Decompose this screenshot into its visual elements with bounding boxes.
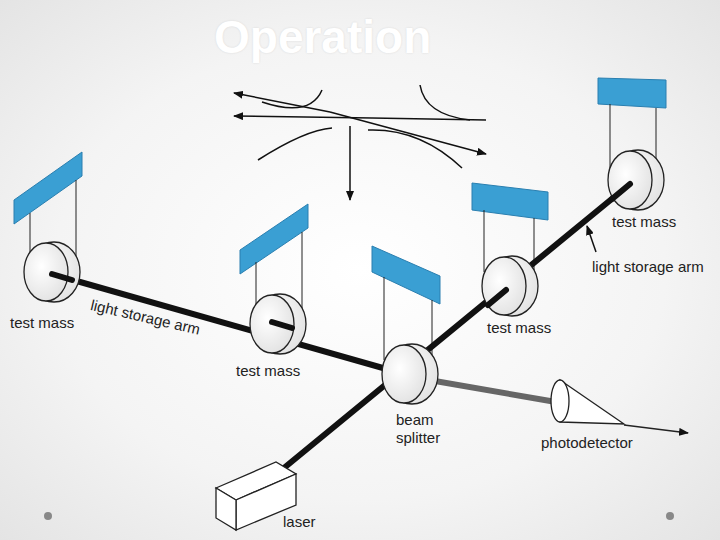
arm-label: light storage arm xyxy=(592,258,704,276)
photodetector-symbol xyxy=(551,380,688,433)
part-label: photodetector xyxy=(541,434,633,452)
wave-symbol xyxy=(234,85,486,200)
part-label: test mass xyxy=(612,213,676,231)
part-label: test mass xyxy=(236,362,300,380)
wires xyxy=(30,104,656,360)
part-label: laser xyxy=(283,513,316,531)
part-label: test mass xyxy=(487,319,551,337)
test-masses xyxy=(24,150,664,404)
slide-title: Operation xyxy=(214,12,431,62)
leader-arrow xyxy=(587,226,596,252)
part-label: test mass xyxy=(10,314,74,332)
suspension xyxy=(14,78,666,304)
part-label: beam splitter xyxy=(396,411,456,447)
